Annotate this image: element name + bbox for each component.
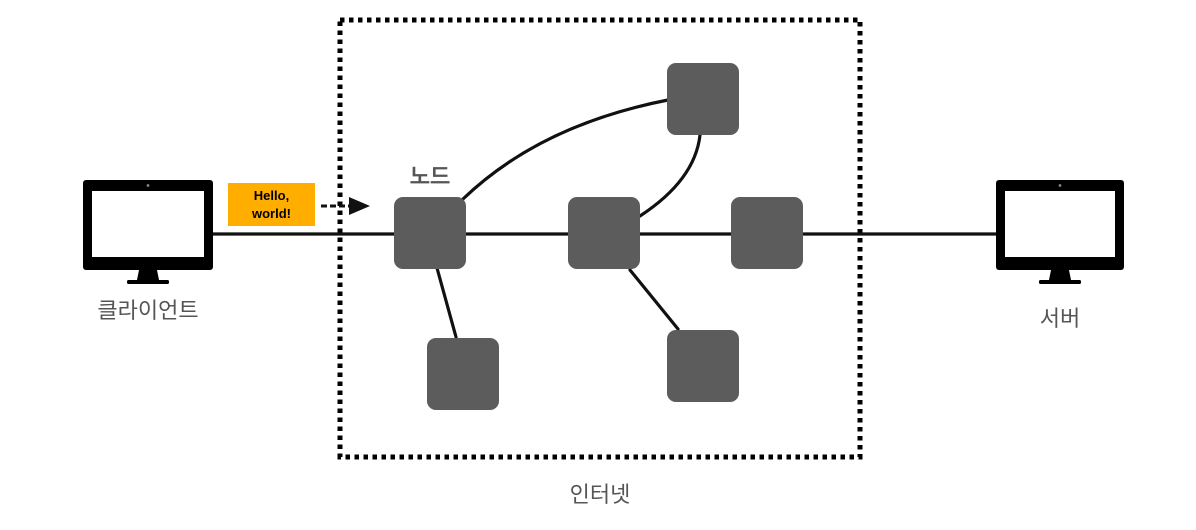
node-box	[568, 197, 640, 269]
desktop-monitor-icon	[996, 180, 1124, 284]
client-label: 클라이언트	[97, 299, 198, 324]
link-node2-top	[638, 133, 702, 218]
node-box	[731, 197, 803, 269]
node-box	[667, 63, 739, 135]
message-line-1: Hello,	[254, 188, 289, 203]
server-label: 서버	[1040, 307, 1080, 332]
internet-label: 인터넷	[570, 483, 631, 508]
node-box	[394, 197, 466, 269]
desktop-monitor-icon	[83, 180, 213, 284]
nodes	[394, 63, 803, 410]
message-arrow	[321, 197, 370, 215]
node-box	[667, 330, 739, 402]
node-box	[427, 338, 499, 410]
message-line-2: world!	[251, 206, 291, 221]
link-node1-top	[461, 98, 670, 201]
node-label: 노드	[410, 165, 450, 190]
link-node2-bottom	[628, 268, 680, 331]
link-node1-bottom	[435, 266, 458, 339]
message-packet	[228, 183, 315, 226]
internet-boundary	[337, 17, 863, 460]
